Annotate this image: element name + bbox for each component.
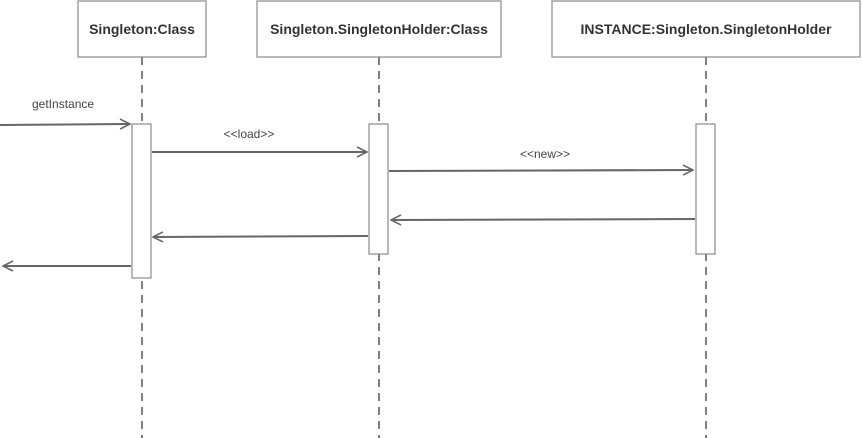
message-return-instance xyxy=(391,219,696,220)
participant-label-instance: INSTANCE:Singleton.SingletonHolder xyxy=(581,21,833,37)
message-arrow-return-instance xyxy=(391,219,696,220)
participant-singleton-holder-class: Singleton.SingletonHolder:Class xyxy=(256,0,502,438)
participant-box-singleton-class xyxy=(77,0,207,58)
message-label-load: <<load>> xyxy=(224,127,275,141)
message-arrow-return-holder xyxy=(153,236,369,237)
activation-bar-instance xyxy=(695,123,716,255)
message-new: <<new>> xyxy=(388,147,693,171)
participant-label-singleton-class: Singleton:Class xyxy=(89,21,195,37)
message-arrow-get-instance xyxy=(0,124,130,125)
participant-box-singleton-holder-class xyxy=(256,0,502,58)
participant-box-instance xyxy=(551,0,861,58)
message-arrow-new xyxy=(388,170,693,171)
message-load: <<load>> xyxy=(152,127,367,152)
message-get-instance: getInstance xyxy=(0,97,130,125)
participant-label-singleton-holder-class: Singleton.SingletonHolder:Class xyxy=(270,21,488,37)
message-label-get-instance: getInstance xyxy=(32,97,94,111)
message-label-new: <<new>> xyxy=(520,147,570,161)
activation-bar-singleton-holder-class xyxy=(368,123,389,255)
activation-bar-singleton-class xyxy=(131,123,152,279)
participant-singleton-class: Singleton:Class xyxy=(77,0,207,438)
participant-instance: INSTANCE:Singleton.SingletonHolder xyxy=(551,0,861,438)
message-return-holder xyxy=(153,236,369,237)
